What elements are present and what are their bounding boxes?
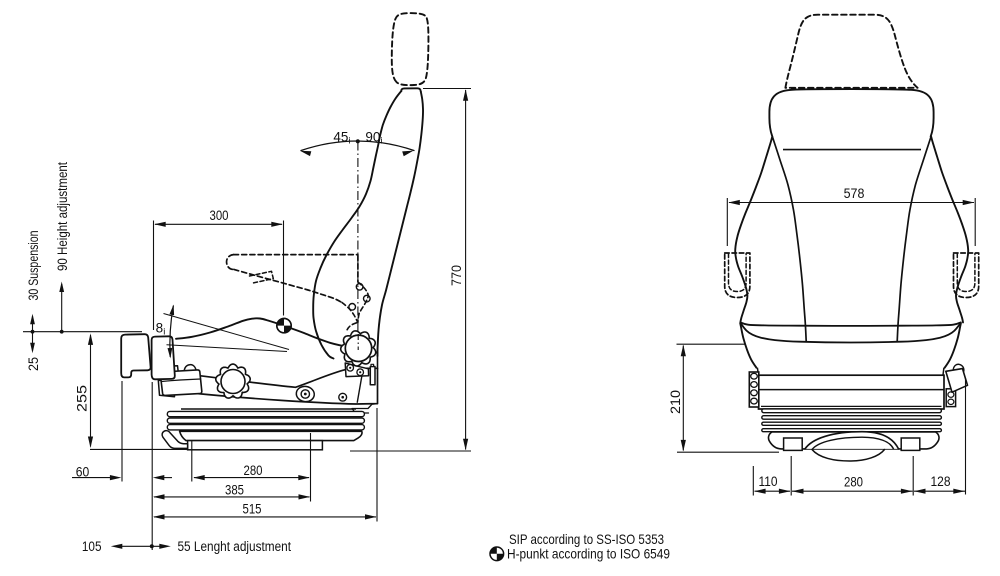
svg-text:SIP according to SS-ISO 5353: SIP according to SS-ISO 5353	[509, 532, 664, 547]
svg-text:280: 280	[844, 475, 863, 490]
svg-text:300: 300	[210, 208, 229, 223]
svg-text:110: 110	[759, 474, 778, 489]
svg-text:8i: 8i	[156, 321, 166, 338]
svg-text:105: 105	[82, 539, 102, 554]
svg-text:255: 255	[75, 385, 90, 412]
svg-text:280: 280	[244, 463, 263, 478]
svg-text:128: 128	[931, 474, 951, 489]
svg-text:H-punkt according to ISO 6549: H-punkt according to ISO 6549	[507, 547, 670, 562]
svg-text:210: 210	[668, 390, 683, 414]
svg-text:30 Suspension: 30 Suspension	[26, 231, 41, 301]
svg-text:60: 60	[76, 464, 90, 479]
svg-text:515: 515	[243, 502, 262, 517]
svg-text:578: 578	[844, 186, 865, 201]
svg-text:90 Height adjustment: 90 Height adjustment	[55, 162, 70, 271]
svg-text:770: 770	[449, 265, 464, 286]
svg-text:385: 385	[225, 482, 244, 497]
svg-text:55 Lenght adjustment: 55 Lenght adjustment	[178, 539, 292, 554]
svg-text:25: 25	[26, 357, 41, 371]
svg-text:90i: 90i	[365, 130, 382, 147]
svg-text:45i: 45i	[333, 130, 350, 147]
